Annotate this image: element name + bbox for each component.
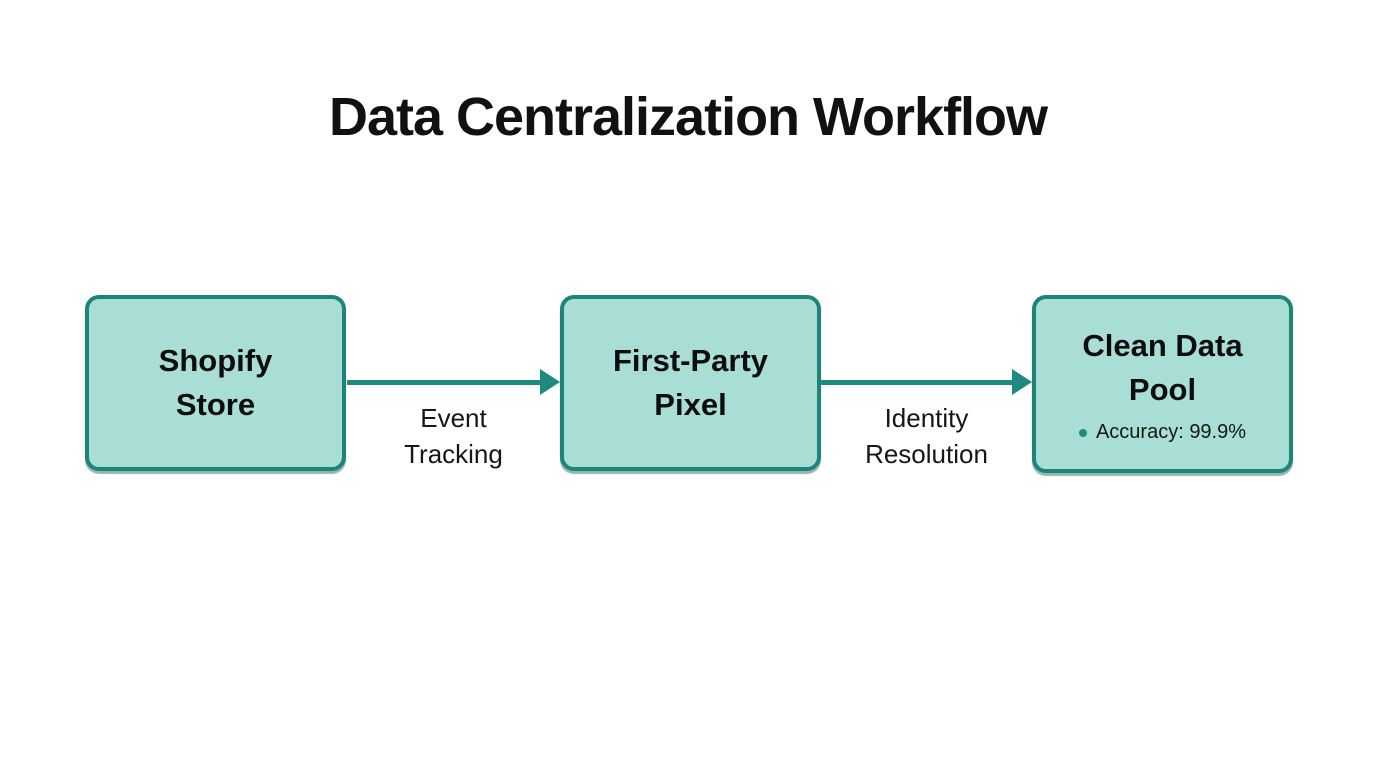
arrow-label-line: Resolution bbox=[865, 438, 988, 469]
node-label-line: First-Party bbox=[612, 342, 769, 378]
node-label: Shopify Store bbox=[159, 339, 273, 427]
arrow-head-icon bbox=[540, 369, 560, 395]
arrow-label: Identity Resolution bbox=[820, 401, 1033, 473]
arrow-label-line: Event bbox=[420, 403, 487, 433]
arrow-line bbox=[820, 380, 1013, 385]
arrow-label-line: Tracking bbox=[404, 438, 503, 469]
arrow-head-icon bbox=[1012, 369, 1032, 395]
accuracy-metric: Accuracy: 99.9% bbox=[1078, 421, 1247, 444]
arrow-label-line: Identity bbox=[884, 403, 969, 433]
bullet-icon bbox=[1078, 428, 1087, 437]
node-label-line: Pool bbox=[1128, 372, 1197, 407]
node-label-line: Shopify bbox=[158, 342, 273, 378]
node-shopify-store: Shopify Store bbox=[85, 295, 346, 471]
node-label-line: Store bbox=[175, 387, 256, 422]
diagram-title: Data Centralization Workflow bbox=[328, 87, 1048, 147]
node-label: Clean Data Pool bbox=[1082, 324, 1242, 412]
arrow-label: Event Tracking bbox=[347, 401, 560, 473]
node-clean-data-pool: Clean Data Pool Accuracy: 99.9% bbox=[1032, 295, 1293, 473]
node-label: First-Party Pixel bbox=[613, 339, 768, 427]
node-first-party-pixel: First-Party Pixel bbox=[560, 295, 821, 471]
arrow-line bbox=[347, 380, 542, 385]
node-label-line: Pixel bbox=[654, 387, 727, 422]
accuracy-metric-text: Accuracy: 99.9% bbox=[1095, 421, 1247, 444]
node-label-line: Clean Data bbox=[1082, 327, 1243, 363]
